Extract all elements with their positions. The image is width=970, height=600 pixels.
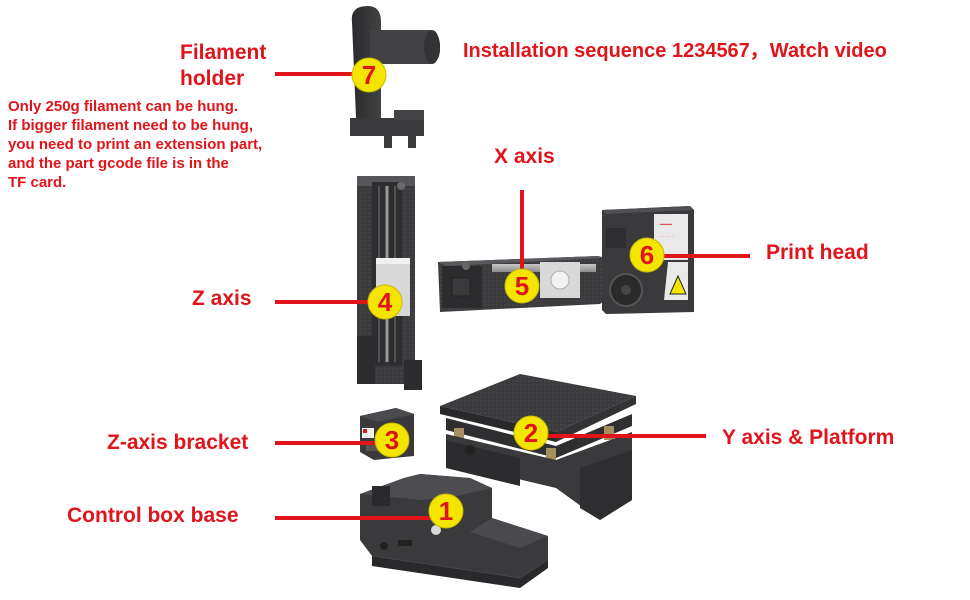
note-line: Only 250g filament can be hung. xyxy=(8,98,239,115)
filament-holder-label-line2: holder xyxy=(180,67,245,90)
marker-circle-4 xyxy=(367,284,403,320)
marker-number-1: 1 xyxy=(439,496,453,526)
marker-circle-7 xyxy=(351,57,387,93)
number-markers: 1 2 3 4 5 6 7 xyxy=(351,57,665,529)
marker-number-5: 5 xyxy=(515,271,529,301)
marker-circle-2 xyxy=(513,415,549,451)
filament-note: Only 250g filament can be hung. If bigge… xyxy=(8,97,262,192)
z-axis-bracket-label: Z-axis bracket xyxy=(107,431,249,454)
control-box-base-part xyxy=(360,474,548,588)
svg-text:━━━━: ━━━━ xyxy=(659,222,673,228)
marker-circle-6 xyxy=(629,237,665,273)
svg-text:· · · · ·: · · · · · xyxy=(660,234,674,240)
marker-number-6: 6 xyxy=(640,240,654,270)
marker-number-4: 4 xyxy=(378,287,393,317)
marker-number-3: 3 xyxy=(385,425,399,455)
marker-number-2: 2 xyxy=(524,418,538,448)
marker-circle-1 xyxy=(428,493,464,529)
z-axis-label: Z axis xyxy=(192,287,252,310)
print-head-label: Print head xyxy=(766,241,869,264)
filament-holder-label-line1: Filament xyxy=(180,41,267,64)
control-box-base-label: Control box base xyxy=(67,504,239,527)
note-line: If bigger filament need to be hung, xyxy=(8,117,254,134)
y-axis-platform-label: Y axis & Platform xyxy=(722,426,895,449)
note-line: and the part gcode file is in the xyxy=(8,155,229,172)
marker-circle-5 xyxy=(504,268,540,304)
note-line: you need to print an extension part, xyxy=(8,136,263,153)
x-axis-label: X axis xyxy=(494,145,555,168)
marker-circle-3 xyxy=(374,422,410,458)
marker-number-7: 7 xyxy=(362,60,376,90)
installation-sequence-title: Installation sequence 1234567，Watch vide… xyxy=(463,40,887,62)
leader-lines xyxy=(275,72,750,520)
z-axis-part xyxy=(357,176,422,390)
note-line: TF card. xyxy=(8,174,67,191)
